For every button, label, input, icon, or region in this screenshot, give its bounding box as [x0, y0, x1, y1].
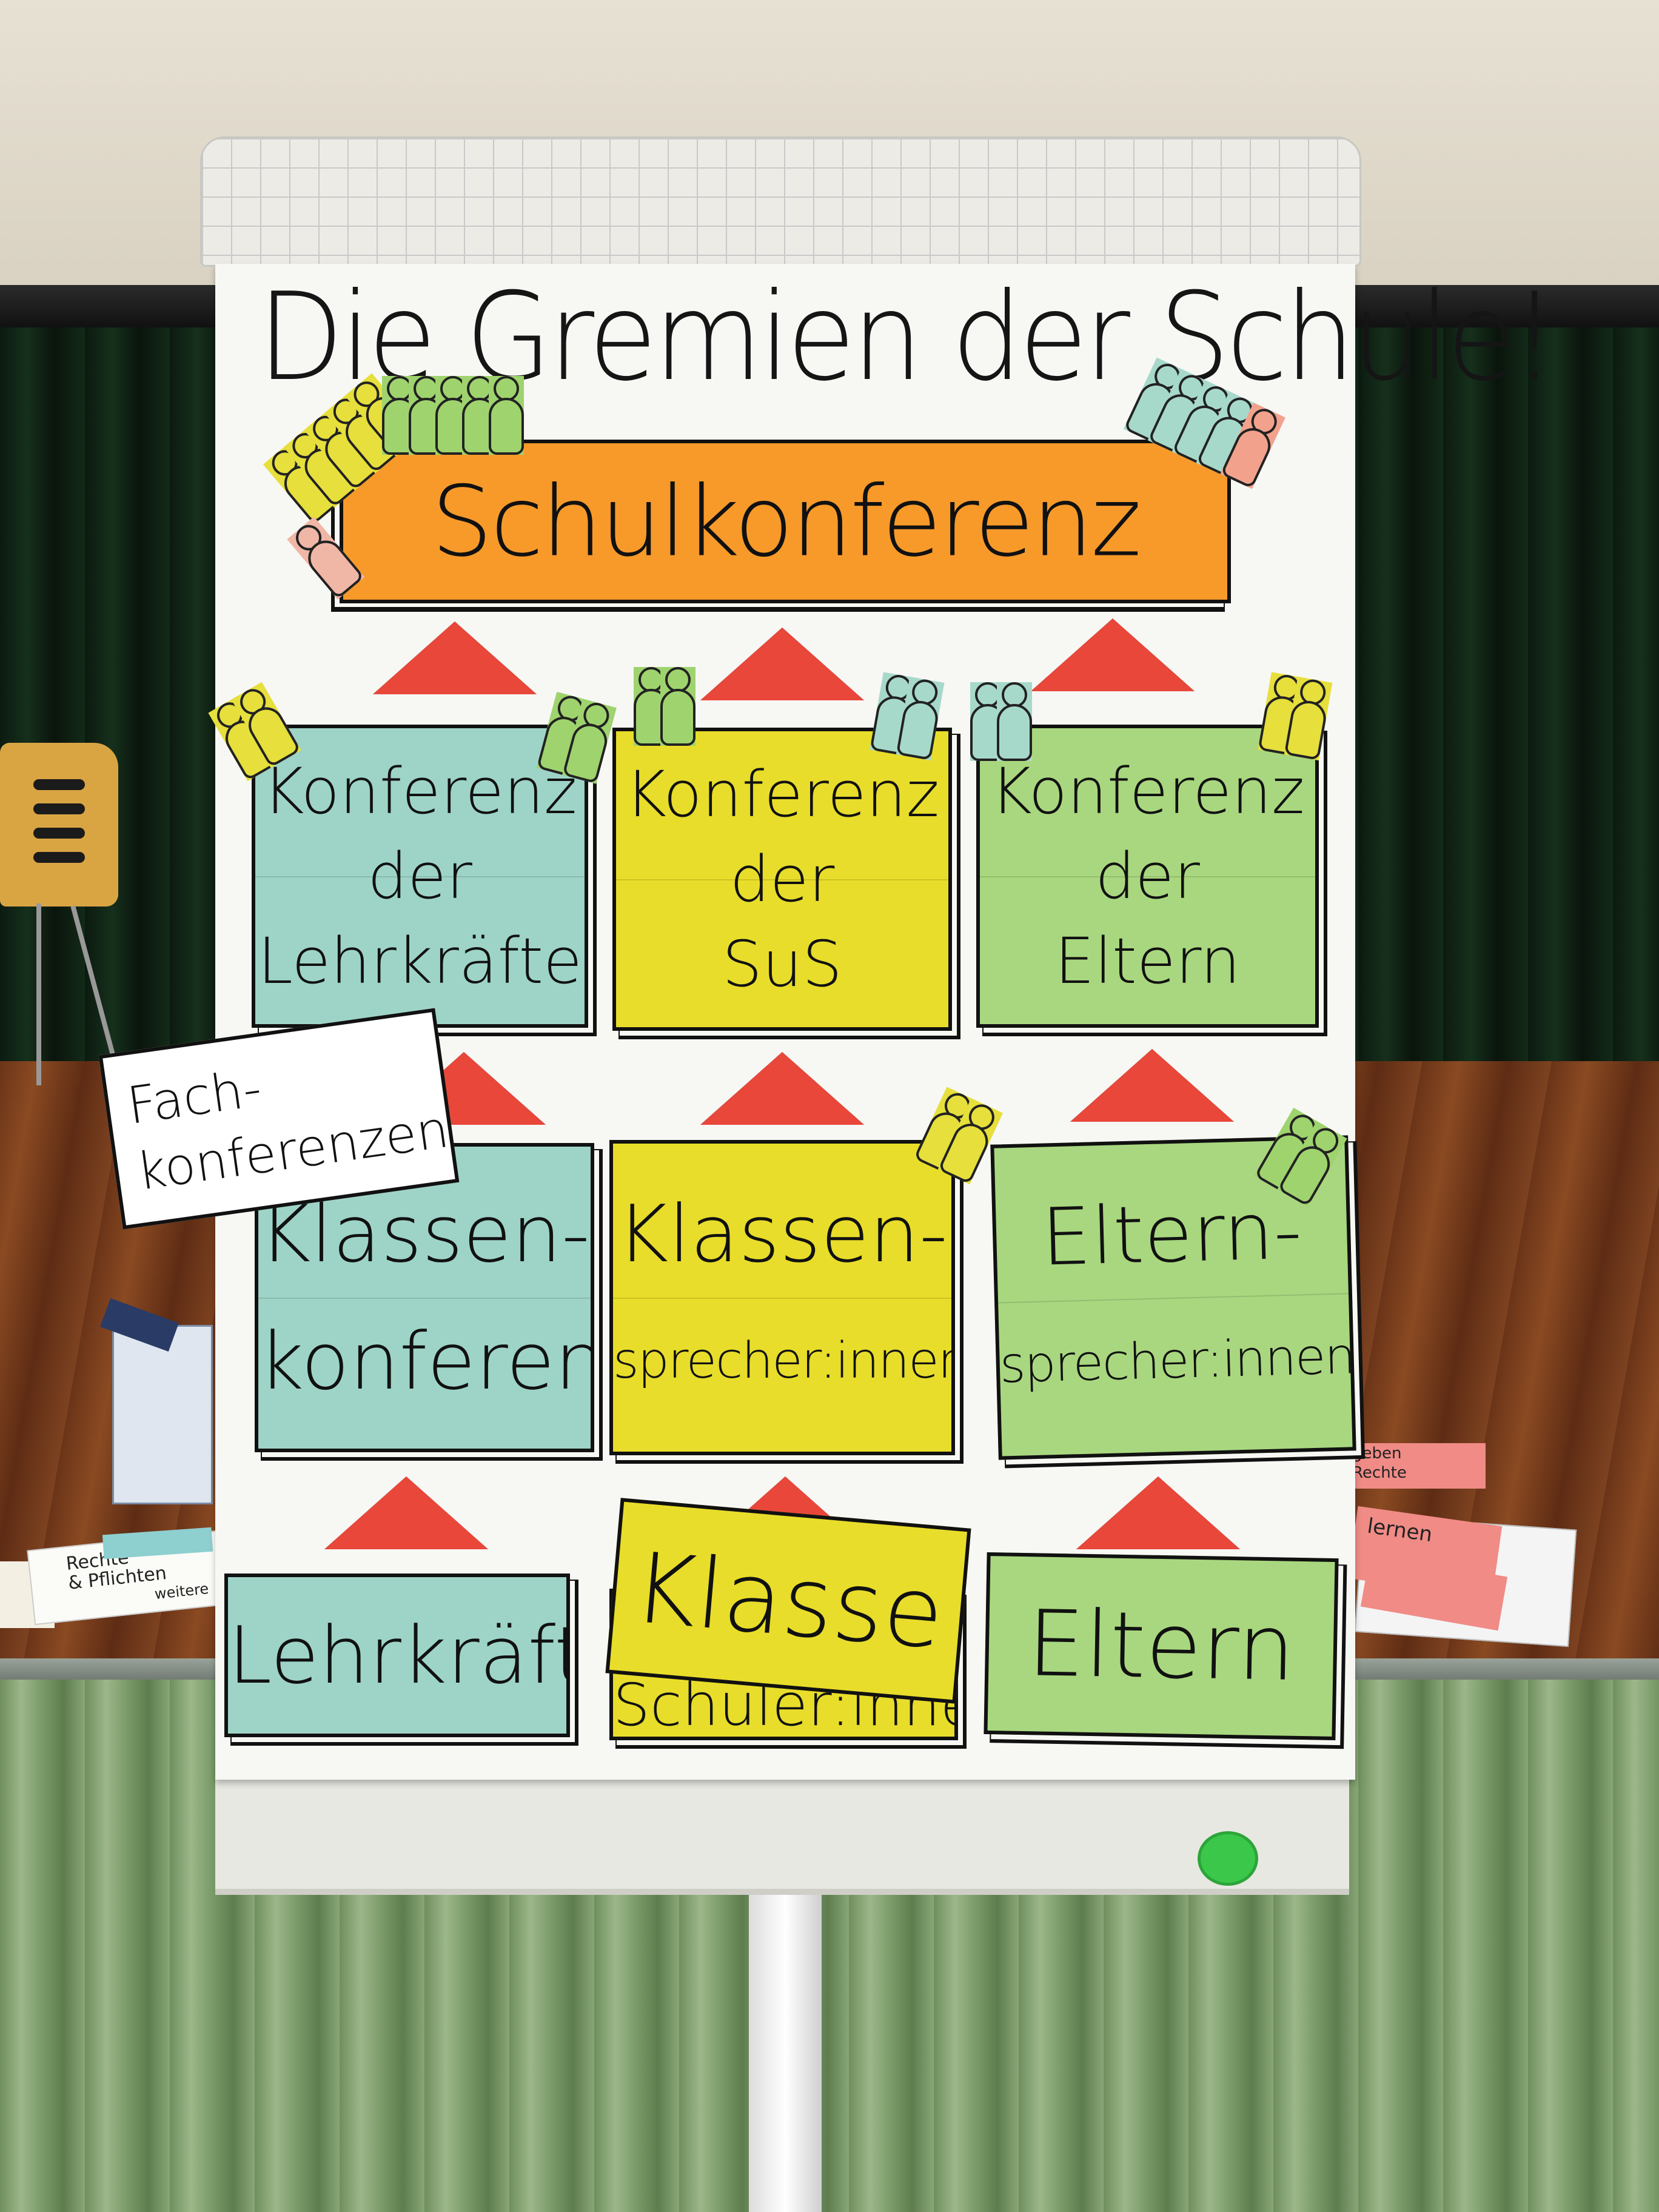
arrow-up [1070, 1049, 1234, 1122]
figure-pair-green [634, 667, 695, 746]
card-text: Konferenz der Lehrkräfte [255, 749, 585, 1004]
arrow-up [700, 628, 864, 700]
chair-slot [33, 828, 85, 839]
desk-note-pink: geben Rechte [1346, 1443, 1486, 1489]
card-line: Klassen- [259, 1188, 590, 1280]
card-text: Eltern- sprecher:innen [995, 1166, 1356, 1430]
note-text: lernen [1366, 1513, 1434, 1547]
arrow-up [373, 622, 537, 694]
arrow-up [1031, 618, 1195, 691]
card-text: Konferenz der Eltern [980, 749, 1315, 1004]
card-text: Klasse [612, 1529, 965, 1672]
card-line: der [729, 842, 835, 916]
flipchart-stand [749, 1880, 822, 2212]
flipchart-tray [215, 1780, 1349, 1895]
card-line: Konferenz [263, 754, 577, 828]
card-line: Lehrkräfte [228, 1609, 566, 1701]
card-text: Eltern [988, 1590, 1335, 1702]
note-text: Rechte [1352, 1464, 1407, 1482]
card-klasse: Klasse [605, 1498, 971, 1704]
card-line: Lehrkräfte [257, 924, 583, 998]
card-line: sprecher:innen [613, 1332, 955, 1390]
card-line: sprecher:innen [999, 1327, 1356, 1395]
chair-leg [36, 903, 41, 1085]
chair-slot [33, 803, 85, 814]
figure-pair-teal [970, 682, 1032, 761]
chair-slot [33, 852, 85, 863]
card-line: Konferenz [990, 754, 1305, 828]
card-line: Schulkonferenz [431, 464, 1142, 578]
arrow-up [700, 1052, 864, 1125]
card-line: der [367, 839, 472, 913]
card-klassensprecherinnen: Klassen- sprecher:innen [609, 1140, 955, 1455]
chair [0, 743, 118, 907]
card-schulkonferenz: Schulkonferenz [340, 440, 1231, 603]
card-konferenz-lehrkraefte: Konferenz der Lehrkräfte [252, 725, 588, 1028]
card-line: Eltern [1054, 924, 1241, 998]
card-line: Eltern [1026, 1591, 1296, 1701]
card-lehrkraefte: Lehrkräfte [224, 1574, 570, 1737]
chair-slot [33, 779, 85, 790]
green-magnet [1198, 1831, 1258, 1886]
card-line: SuS [722, 927, 842, 1001]
arrow-up [1076, 1476, 1240, 1549]
note-text: geben [1352, 1444, 1402, 1463]
card-line: Klassen- [617, 1188, 948, 1280]
card-line: Klasse [628, 1530, 948, 1671]
figure-group-green [382, 376, 524, 455]
card-text: Klassen- sprecher:innen [613, 1170, 951, 1425]
card-line: Konferenz [625, 757, 940, 831]
card-text: Konferenz der SuS [616, 752, 948, 1007]
card-konferenz-eltern: Konferenz der Eltern [976, 725, 1319, 1028]
card-line: konferenz [258, 1315, 591, 1407]
card-konferenz-sus: Konferenz der SuS [612, 728, 952, 1031]
marker-box [112, 1325, 213, 1504]
card-text: Fach- konferenzen [105, 1030, 452, 1208]
card-line: der [1095, 839, 1200, 913]
flipchart-paper-roll [200, 136, 1361, 267]
card-text: Klassen- konferenz [258, 1170, 591, 1425]
card-eltern: Eltern [984, 1552, 1339, 1741]
card-text: Lehrkräfte [228, 1609, 566, 1701]
card-text: Schulkonferenz [343, 465, 1227, 578]
arrow-up [324, 1476, 488, 1549]
